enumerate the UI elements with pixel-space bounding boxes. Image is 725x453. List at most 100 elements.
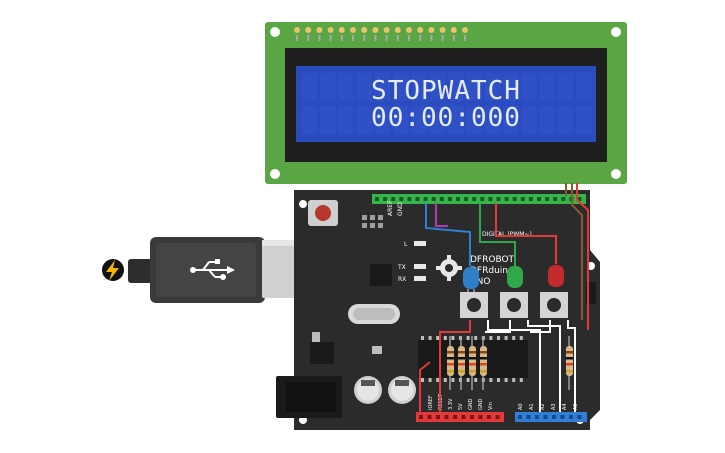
lcd-cell	[503, 73, 519, 101]
rx-label: RX	[398, 276, 406, 283]
aref-label: AREF	[387, 200, 394, 216]
mcu-pin	[504, 336, 508, 340]
pushbutton-2[interactable]	[500, 292, 528, 318]
header-hole	[472, 197, 477, 201]
header-hole	[504, 197, 509, 201]
header-hole	[456, 197, 460, 201]
lcd-cell	[576, 73, 592, 101]
header-hole	[464, 197, 469, 201]
mcu-pin	[451, 378, 455, 382]
icsp-header	[362, 215, 383, 228]
lcd-pin-label-mark	[307, 35, 310, 41]
header-hole	[415, 197, 420, 201]
mcu-pin	[512, 336, 516, 340]
header-hole	[577, 197, 582, 201]
header-hole	[423, 197, 428, 201]
l-label: L	[404, 241, 408, 248]
lcd-pin[interactable]	[361, 27, 368, 33]
arduino-board[interactable]: AREF GND DIGITAL (PWM~) L TX RX DFROBOT …	[276, 190, 600, 430]
header-hole	[461, 415, 466, 419]
led-red[interactable]	[548, 265, 564, 287]
led-green[interactable]	[507, 266, 523, 288]
pushbutton-3[interactable]	[540, 292, 568, 318]
lcd-pin[interactable]	[350, 27, 356, 33]
lcd-cell	[375, 73, 391, 101]
resistor[interactable]	[447, 336, 454, 390]
lcd-pin[interactable]	[439, 27, 446, 33]
header-hole	[526, 415, 531, 419]
header-hole	[560, 415, 565, 419]
header-hole	[447, 197, 452, 201]
mount-hole	[270, 169, 280, 179]
lcd-pin[interactable]	[372, 27, 379, 33]
power-header[interactable]	[416, 412, 504, 422]
lcd-pin[interactable]	[316, 27, 323, 33]
lcd-char-grid	[302, 73, 592, 134]
lcd-cell	[302, 106, 317, 134]
analog-header[interactable]	[515, 412, 587, 422]
resistor[interactable]	[458, 336, 465, 390]
mcu-pin	[474, 336, 478, 340]
header-hole	[553, 197, 558, 201]
lcd-pin[interactable]	[305, 27, 312, 33]
lcd-cell	[558, 106, 574, 134]
lcd-pin[interactable]	[450, 27, 457, 33]
lightning-icon	[102, 259, 124, 281]
resistor[interactable]	[469, 336, 476, 390]
lcd-pin-label-mark	[452, 35, 455, 41]
mcu-pin	[497, 336, 500, 340]
lcd-cell	[393, 73, 409, 101]
resistor[interactable]	[566, 336, 573, 390]
lcd-pin-label-mark	[430, 35, 433, 41]
voltage-regulator	[310, 342, 334, 364]
resistor[interactable]	[480, 336, 487, 390]
lcd-pin[interactable]	[327, 27, 334, 33]
lcd-pin[interactable]	[383, 27, 390, 33]
lcd-pin[interactable]	[417, 27, 424, 33]
lcd-cell	[430, 73, 446, 101]
lcd-pin[interactable]	[428, 27, 435, 33]
lcd-module[interactable]: STOPWATCH 00:00:000	[265, 22, 627, 184]
power-jack[interactable]	[276, 376, 342, 418]
power-pin-label: GND	[468, 398, 474, 410]
digital-header[interactable]	[372, 194, 586, 204]
lcd-pin-label-mark	[296, 35, 298, 41]
header-hole	[535, 415, 539, 419]
lcd-pin[interactable]	[338, 27, 345, 33]
mcu-pin	[451, 336, 455, 340]
mcu-pin	[443, 336, 447, 340]
reset-button[interactable]	[308, 200, 338, 226]
header-hole	[496, 197, 501, 201]
header-hole	[518, 415, 522, 419]
header-hole	[383, 197, 388, 201]
mount-hole	[270, 27, 280, 37]
mcu-pin	[512, 378, 516, 382]
lcd-pin-label-mark	[318, 35, 321, 41]
lcd-cell	[430, 106, 446, 134]
lcd-pin[interactable]	[294, 27, 300, 33]
header-hole	[569, 415, 573, 419]
lcd-pin-header[interactable]	[294, 27, 468, 41]
capacitor	[388, 376, 416, 404]
mcu-pin	[466, 336, 470, 340]
pushbutton-1[interactable]	[460, 292, 488, 318]
header-hole	[399, 197, 404, 201]
header-hole	[480, 197, 485, 201]
lcd-cell	[393, 106, 409, 134]
lcd-cell	[539, 73, 555, 101]
header-hole	[520, 197, 525, 201]
lcd-cell	[503, 106, 519, 134]
analog-pin-label: A0	[518, 403, 524, 410]
lcd-pin[interactable]	[406, 27, 412, 33]
power-pin-label: IOREF	[428, 395, 434, 410]
tx-label: TX	[397, 264, 406, 271]
lcd-cell	[466, 73, 482, 101]
lcd-pin[interactable]	[394, 27, 401, 33]
analog-pin-label: A2	[540, 403, 546, 410]
lcd-pin[interactable]	[462, 27, 468, 33]
mcu-pin	[436, 336, 440, 340]
mcu-pin	[519, 378, 523, 382]
power-pin-label: GND	[478, 398, 484, 410]
lcd-cell	[375, 106, 391, 134]
gear-icon	[436, 255, 462, 281]
